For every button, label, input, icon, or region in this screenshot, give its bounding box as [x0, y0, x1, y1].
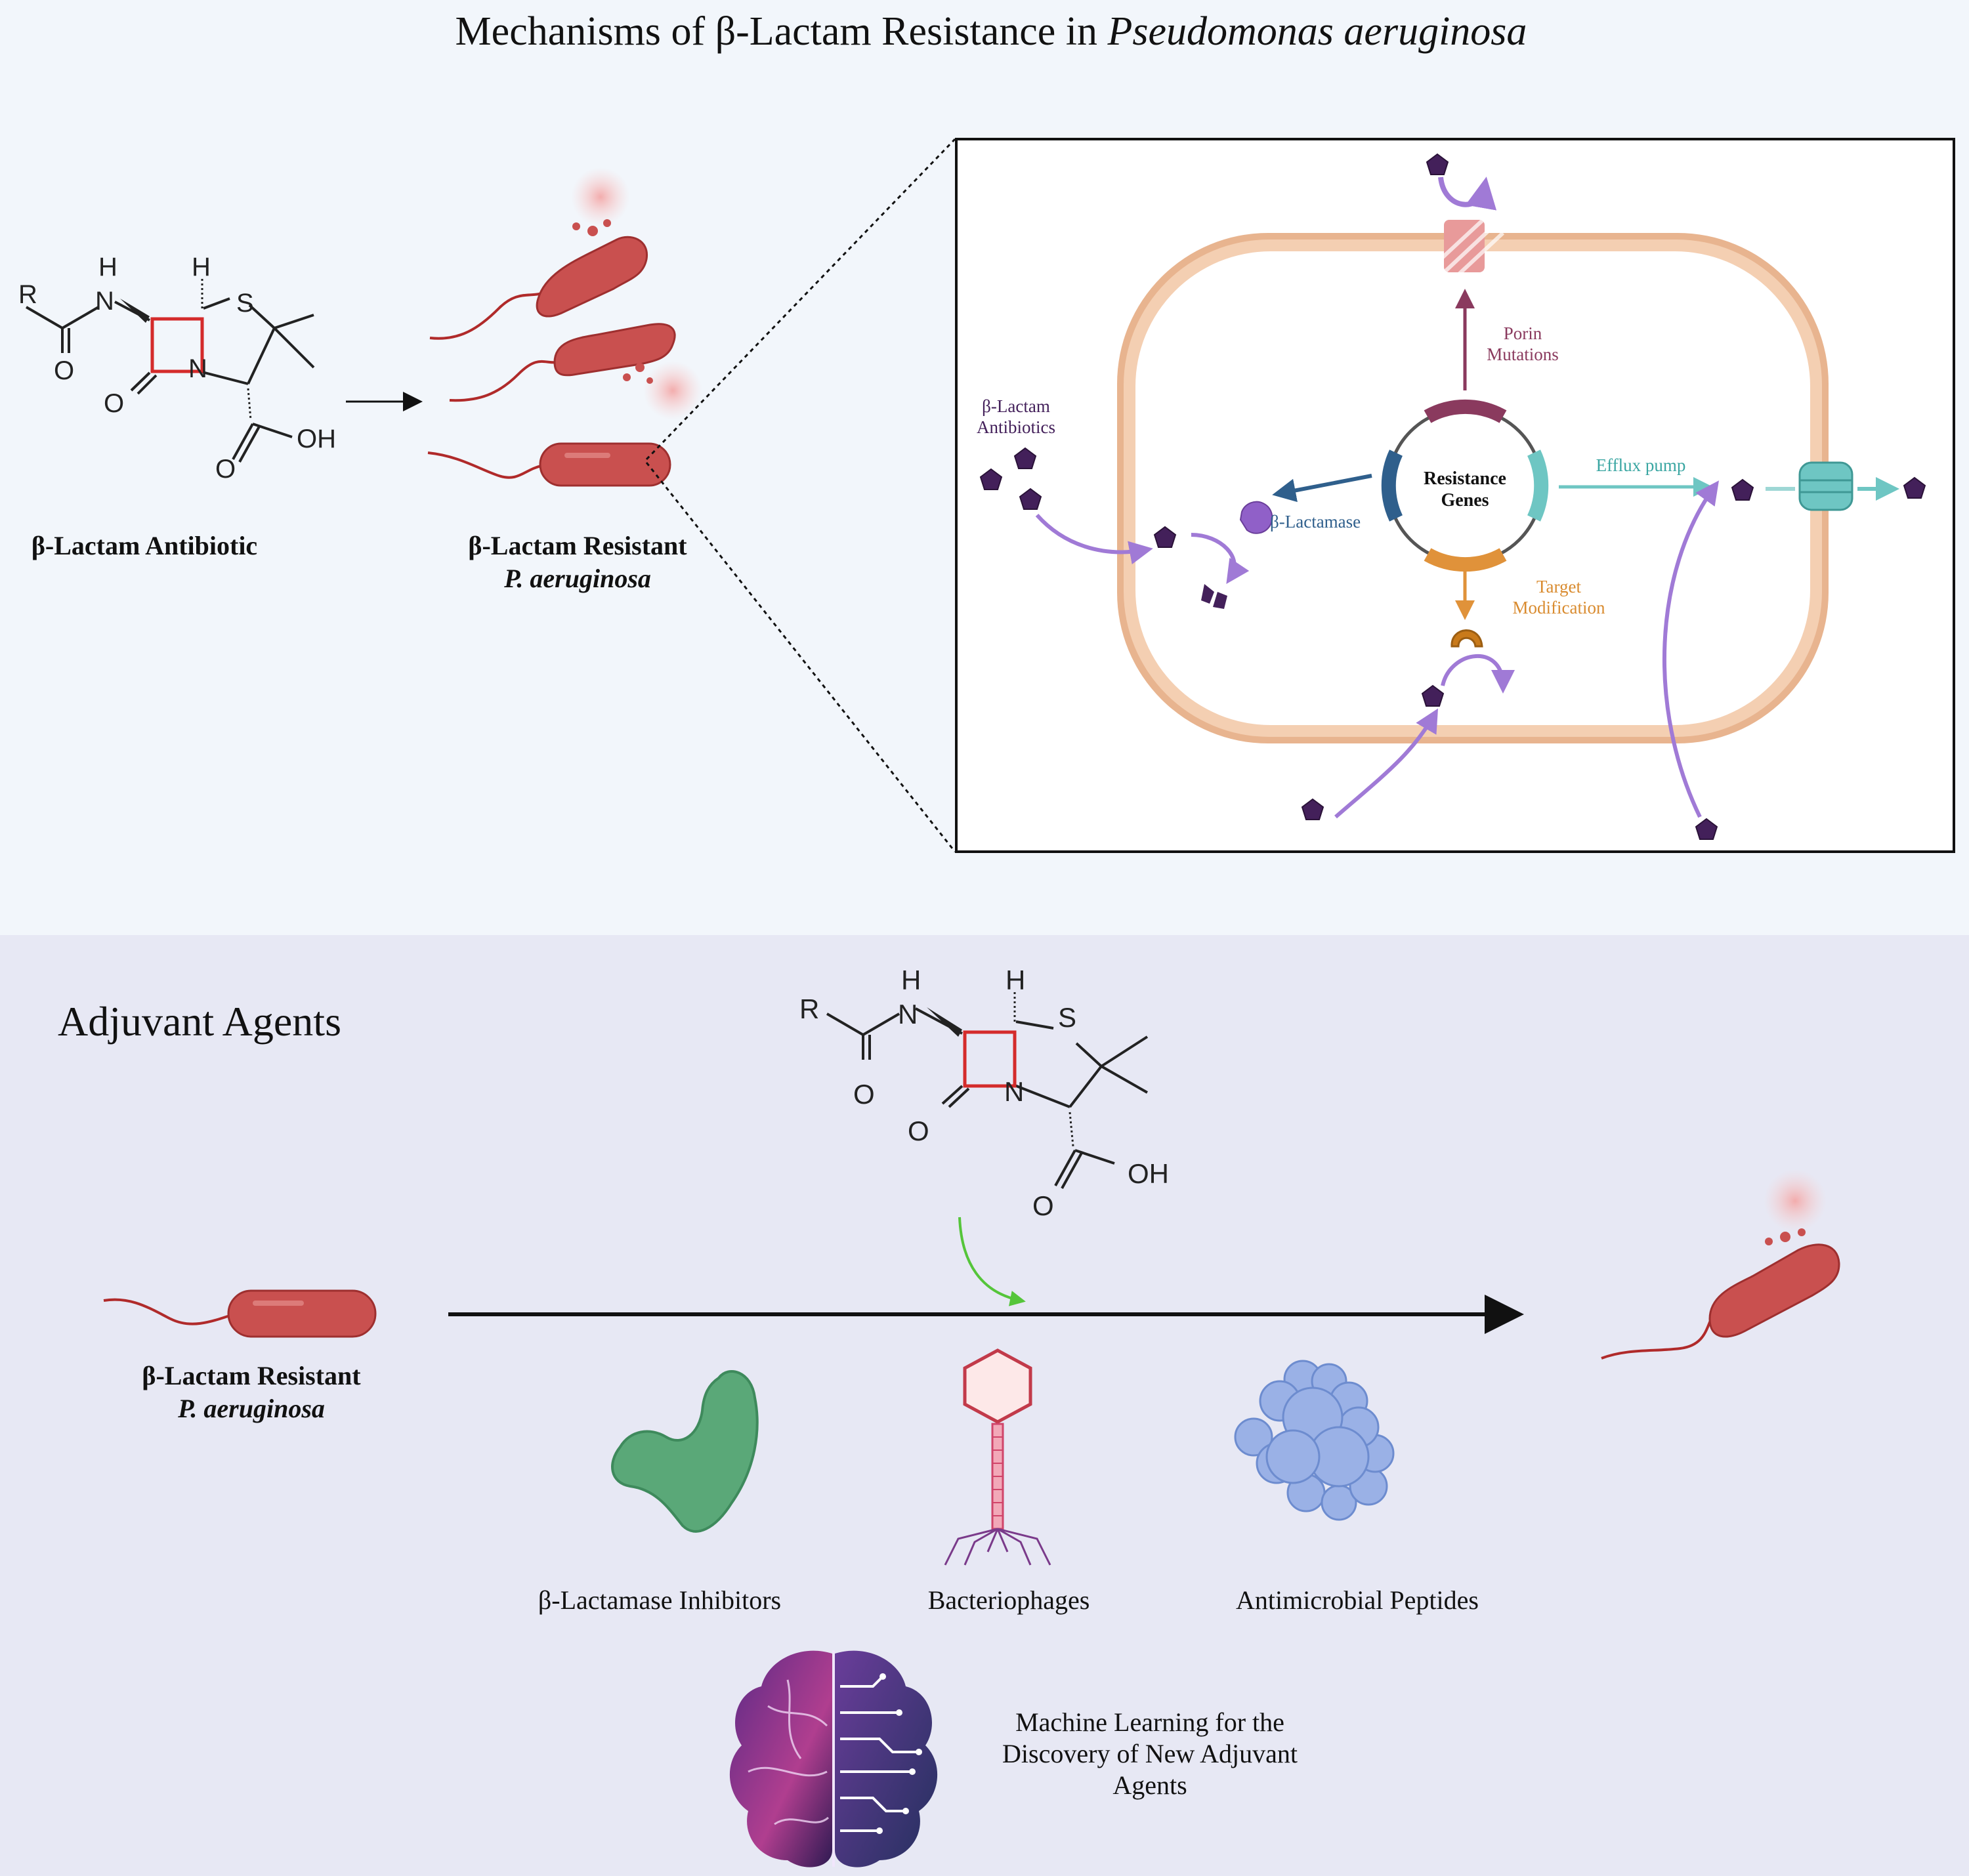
porin-label-1: Porin [1504, 323, 1542, 343]
antimicrobial-peptide-icon [1234, 1360, 1395, 1521]
cell-interior [1135, 251, 1810, 725]
antibiotics-label-1: β-Lactam [982, 396, 1050, 416]
efflux-pump-protein [1798, 461, 1853, 511]
chem-R-top: R [18, 280, 37, 309]
broken-antibiotic [1201, 584, 1227, 609]
bacterium-resistant-top [427, 442, 671, 487]
lactamase-enzyme [1239, 501, 1273, 534]
efflux-entry-arrow [1662, 480, 1719, 818]
chem-OH-top: OH [297, 425, 336, 453]
chem-S-top: S [236, 289, 254, 318]
target-entry-arrow [1334, 708, 1439, 819]
chem-S-bottom: S [1058, 1002, 1076, 1033]
chem-O1-top: O [54, 356, 74, 385]
agent-label-bacteriophages: Bacteriophages [928, 1585, 1090, 1615]
target-label-1: Target [1536, 577, 1582, 596]
porin-channel [1439, 215, 1505, 281]
lactamase-arrow [1272, 474, 1372, 503]
beta-lactam-structure-bottom [826, 991, 1149, 1189]
lactamase-label: β-Lactamase [1270, 512, 1361, 532]
figure-title: Mechanisms of β-Lactam Resistance in Pse… [455, 9, 1527, 54]
bacterium-lysed-bottom [1601, 1169, 1840, 1360]
chem-O3-bottom: O [1032, 1190, 1054, 1221]
chem-O2-bottom: O [908, 1115, 929, 1146]
efflux-label: Efflux pump [1596, 455, 1686, 475]
chem-O1-bottom: O [853, 1079, 875, 1110]
bacterium-lysed-1 [429, 167, 648, 340]
resistance-plasmid [1381, 399, 1549, 572]
resistance-genes-label-1: Resistance [1424, 469, 1506, 489]
chem-N-amide-top: N [95, 287, 114, 316]
agent-label-inhibitors: β-Lactamase Inhibitors [538, 1585, 781, 1615]
target-label-2: Modification [1513, 598, 1605, 617]
chem-O3-top: O [215, 455, 236, 484]
agent-label-peptides: Antimicrobial Peptides [1236, 1585, 1479, 1615]
chem-H-top: H [192, 253, 211, 281]
resistant-label-bottom-2: P. aeruginosa [177, 1394, 325, 1423]
resistance-genes-label-2: Genes [1441, 490, 1489, 511]
antibiotics-label-2: Antibiotics [977, 417, 1055, 437]
zoom-line-top [645, 138, 956, 461]
porin-deflect-arrow [1438, 177, 1497, 211]
ml-label-1: Machine Learning for the [1015, 1707, 1284, 1737]
chem-N-ring-top: N [188, 354, 207, 383]
resistant-label-top-2: P. aeruginosa [503, 564, 651, 593]
modified-target-protein [1450, 629, 1483, 648]
chem-OH-bottom: OH [1128, 1158, 1169, 1189]
bacteriophage-icon [944, 1348, 1051, 1566]
chem-R-bottom: R [799, 993, 819, 1024]
chem-NH-H-bottom: H [901, 965, 921, 995]
adjuvant-combination-arrow [958, 1217, 1026, 1306]
beta-lactam-structure-top: R H N H S N O O O OH [18, 253, 336, 484]
ml-label-2: Discovery of New Adjuvant [1002, 1739, 1298, 1768]
ml-label-3: Agents [1112, 1770, 1187, 1800]
chem-H-bottom: H [1006, 965, 1025, 995]
bacterium-lysed-2 [449, 323, 702, 420]
target-deflect-arrow [1441, 654, 1515, 694]
antibiotic-entry-arrow-left [1035, 514, 1153, 565]
lactamase-inhibitor-icon [611, 1370, 759, 1533]
resistant-label-top-1: β-Lactam Resistant [468, 531, 687, 560]
chem-N-amide-bottom: N [898, 999, 918, 1030]
chem-NH-H-top: H [98, 253, 117, 281]
machine-learning-brain-icon [729, 1650, 938, 1867]
porin-label-2: Mutations [1487, 344, 1559, 364]
adjuvant-heading: Adjuvant Agents [58, 998, 341, 1045]
antibiotic-label: β-Lactam Antibiotic [32, 531, 257, 560]
chem-N-ring-bottom: N [1004, 1076, 1024, 1107]
lactamase-degrade-arrow [1191, 533, 1250, 584]
bacterium-resistant-bottom [103, 1289, 377, 1338]
chem-O2-top: O [104, 389, 124, 418]
resistant-label-bottom-1: β-Lactam Resistant [142, 1361, 361, 1390]
